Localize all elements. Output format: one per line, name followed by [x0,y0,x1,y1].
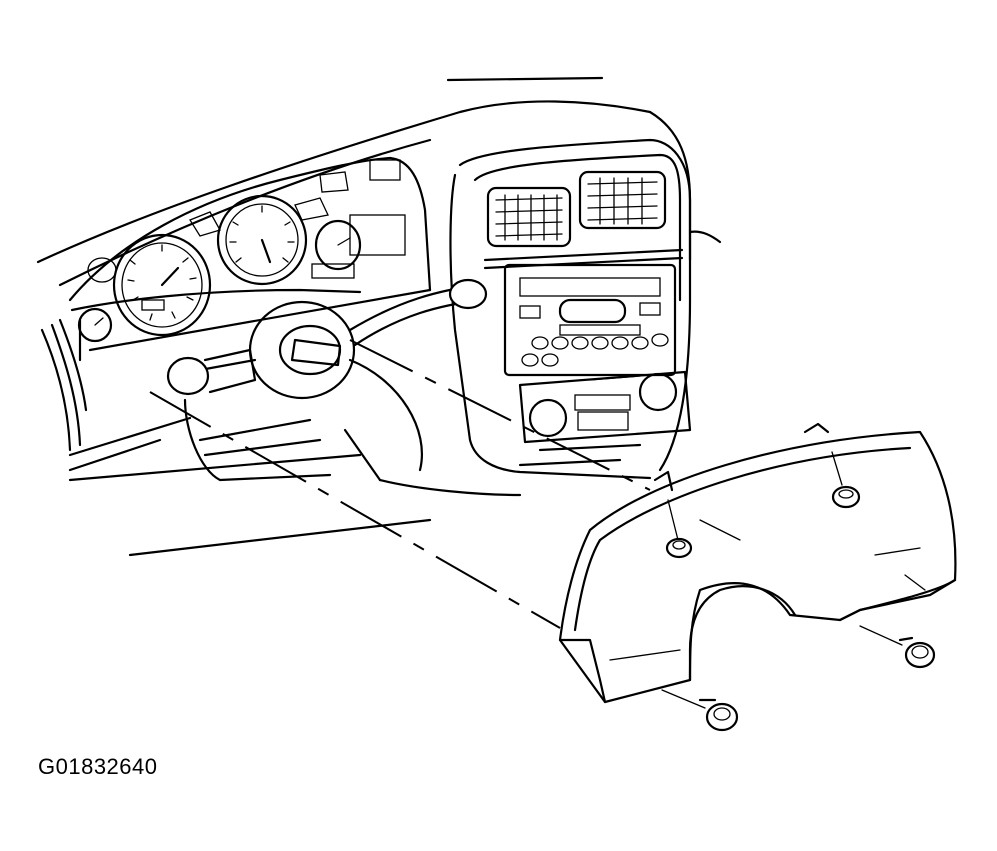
left-air-vent [486,186,572,248]
fastener-top-right [831,451,861,509]
climate-controls [518,370,692,444]
figure-id-label: G01832640 [38,754,158,779]
tachometer-gauge [112,233,212,337]
center-stack [449,138,692,480]
cluster-trim-bezel [558,422,957,704]
dashboard-left-edge [40,318,192,472]
fastener-top-left [665,499,693,559]
leader-lines [68,339,651,629]
speedometer-gauge [216,194,308,286]
temp-gauge [77,257,117,343]
fastener-bottom-right [859,625,936,669]
steering-column [166,278,488,482]
instrument-cluster [68,156,432,362]
fuel-gauge [311,219,362,279]
radio-unit [503,263,677,377]
right-air-vent [578,170,667,230]
fastener-bottom-left [661,689,739,732]
warning-lights [189,159,406,256]
